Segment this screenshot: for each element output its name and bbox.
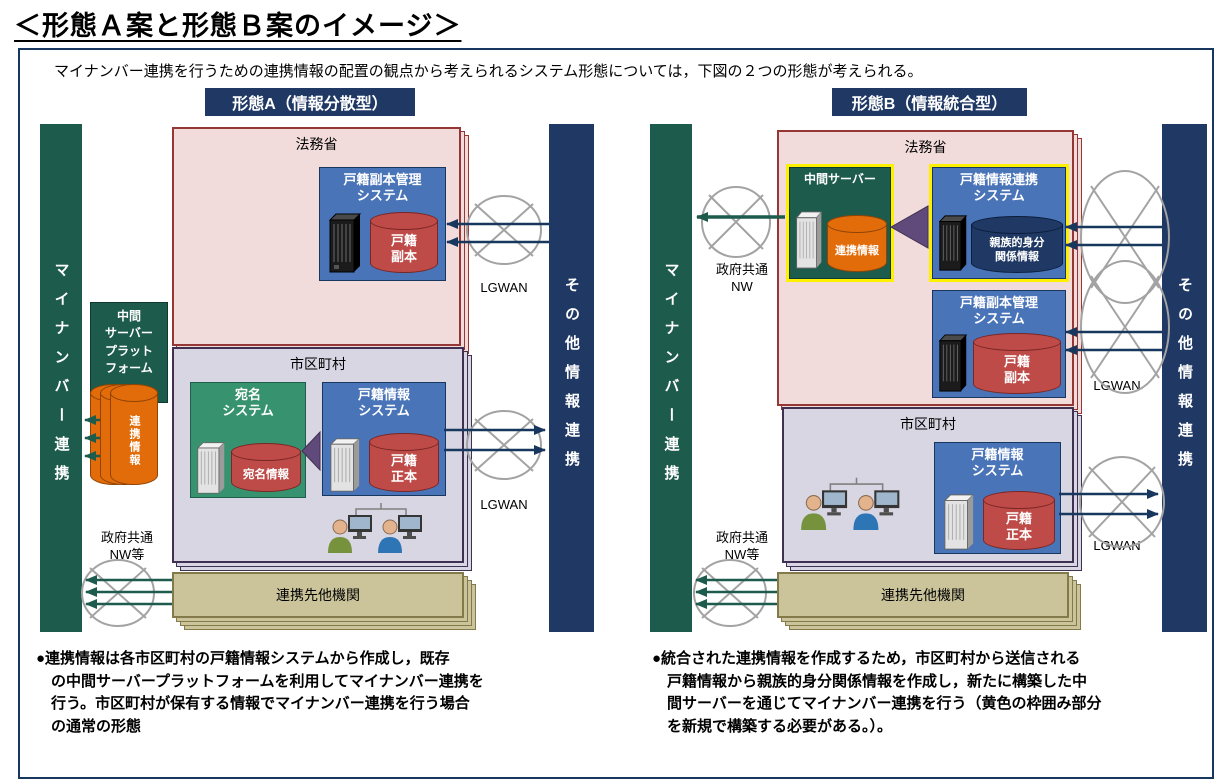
partner-box-a: 連携先他機関 xyxy=(172,572,464,618)
ministry-label-a: 法務省 xyxy=(295,136,338,152)
panel-b: マイナンバー連携 その他情報連携 法務省 中間サーバー 連携情報 戸籍情報連携 … xyxy=(647,120,1230,652)
panel-b-header: 形態B（情報統合型） xyxy=(832,88,1027,116)
panel-a-header: 形態A（情報分散型） xyxy=(205,88,415,116)
lgwan-label-top-b: LGWAN xyxy=(1093,378,1141,393)
renkei-system-box-b: 戸籍情報連携 システム 親族的身分 関係情報 xyxy=(929,164,1069,282)
gov-nw-label-top-b: 政府共通 NW xyxy=(715,262,768,294)
koseki-system-title-b: 戸籍情報 システム xyxy=(971,447,1024,479)
server-icon xyxy=(938,215,968,271)
koseki-system-box-a: 戸籍情報 システム 戸籍 正本 xyxy=(322,382,446,496)
fukuhon-cylinder-b: 戸籍 副本 xyxy=(973,333,1061,394)
intro-text: マイナンバー連携を行うための連携情報の配置の観点から考えられるシステム形態につい… xyxy=(54,63,923,80)
partner-label-a: 連携先他機関 xyxy=(276,587,360,603)
note-a: ●連携情報は各市区町村の戸籍情報システムから作成し，既存 の中間サーバープラット… xyxy=(36,650,484,735)
mynumber-bar-b: マイナンバー連携 xyxy=(650,124,692,632)
fukuhon-cylinder-a: 戸籍 副本 xyxy=(370,212,438,273)
lgwan-label-top-a: LGWAN xyxy=(480,280,528,295)
shinzoku-cylinder-b: 親族的身分 関係情報 xyxy=(971,216,1063,273)
city-box-b: 市区町村 戸籍情報 システム 戸籍 正本 xyxy=(782,407,1074,563)
city-box-a: 市区町村 宛名 システム 宛名情報 戸籍情報 システム xyxy=(172,347,464,563)
mynumber-bar-a: マイナンバー連携 xyxy=(40,124,82,632)
fukuhon-system-box-b: 戸籍副本管理 システム 戸籍 副本 xyxy=(932,290,1066,398)
city-label-b: 市区町村 xyxy=(900,416,956,432)
chukan-server-title-b: 中間サーバー xyxy=(804,172,876,186)
city-label-a: 市区町村 xyxy=(290,356,346,372)
koseki-system-box-b: 戸籍情報 システム 戸籍 正本 xyxy=(934,442,1061,554)
server-icon xyxy=(938,334,968,392)
renkei-system-title-b: 戸籍情報連携 システム xyxy=(959,172,1038,204)
server-icon xyxy=(329,438,361,492)
ministry-box-b: 法務省 中間サーバー 連携情報 戸籍情報連携 システム xyxy=(777,130,1074,406)
koseki-cylinder-a: 戸籍 正本 xyxy=(369,433,439,492)
note-b: ●統合された連携情報を作成するため，市区町村から送信される 戸籍情報から親族的身… xyxy=(652,650,1102,735)
koseki-system-title-a: 戸籍情報 システム xyxy=(357,387,410,419)
lgwan-label-bottom-b: LGWAN xyxy=(1093,538,1141,553)
users-icon xyxy=(328,503,422,553)
atena-cylinder-a: 宛名情報 xyxy=(231,443,301,492)
ministry-label-b: 法務省 xyxy=(904,139,947,155)
fukuhon-system-title-b: 戸籍副本管理 システム xyxy=(959,295,1038,327)
flow-arrow xyxy=(1059,222,1162,519)
gov-nw-label-b: 政府共通 NW等 xyxy=(715,530,768,562)
other-info-bar-a: その他情報連携 xyxy=(549,124,594,632)
panel-a: マイナンバー連携 その他情報連携 法務省 戸籍副本管理 システム 戸籍 副本 中… xyxy=(32,120,617,652)
ministry-box-a: 法務省 戸籍副本管理 システム 戸籍 副本 xyxy=(172,127,461,346)
users-icon xyxy=(801,477,900,531)
server-icon xyxy=(795,211,823,269)
chukan-server-box-b: 中間サーバー 連携情報 xyxy=(786,164,894,282)
koseki-cylinder-b: 戸籍 正本 xyxy=(983,491,1055,550)
partner-box-b: 連携先他機関 xyxy=(777,572,1069,618)
server-icon xyxy=(943,494,975,550)
fukuhon-system-box-a: 戸籍副本管理 システム 戸籍 副本 xyxy=(319,167,446,281)
page-title: ＜形態Ａ案と形態Ｂ案のイメージ＞ xyxy=(14,11,462,41)
gov-nw-label-a: 政府共通 NW等 xyxy=(100,530,153,562)
other-info-bar-b: その他情報連携 xyxy=(1162,124,1207,632)
server-icon xyxy=(196,442,226,494)
renkei-cylinder-b: 連携情報 xyxy=(827,215,887,272)
fukuhon-system-title-a: 戸籍副本管理 システム xyxy=(343,172,422,204)
main-frame: マイナンバー連携を行うための連携情報の配置の観点から考えられるシステム形態につい… xyxy=(18,48,1214,779)
lgwan-label-bottom-a: LGWAN xyxy=(480,497,528,512)
partner-label-b: 連携先他機関 xyxy=(881,587,965,603)
renkei-cylinder-a: 連携情報 xyxy=(110,384,158,485)
server-icon xyxy=(328,213,362,273)
atena-system-title-a: 宛名 システム xyxy=(222,387,274,419)
atena-system-box-a: 宛名 システム 宛名情報 xyxy=(190,382,306,498)
